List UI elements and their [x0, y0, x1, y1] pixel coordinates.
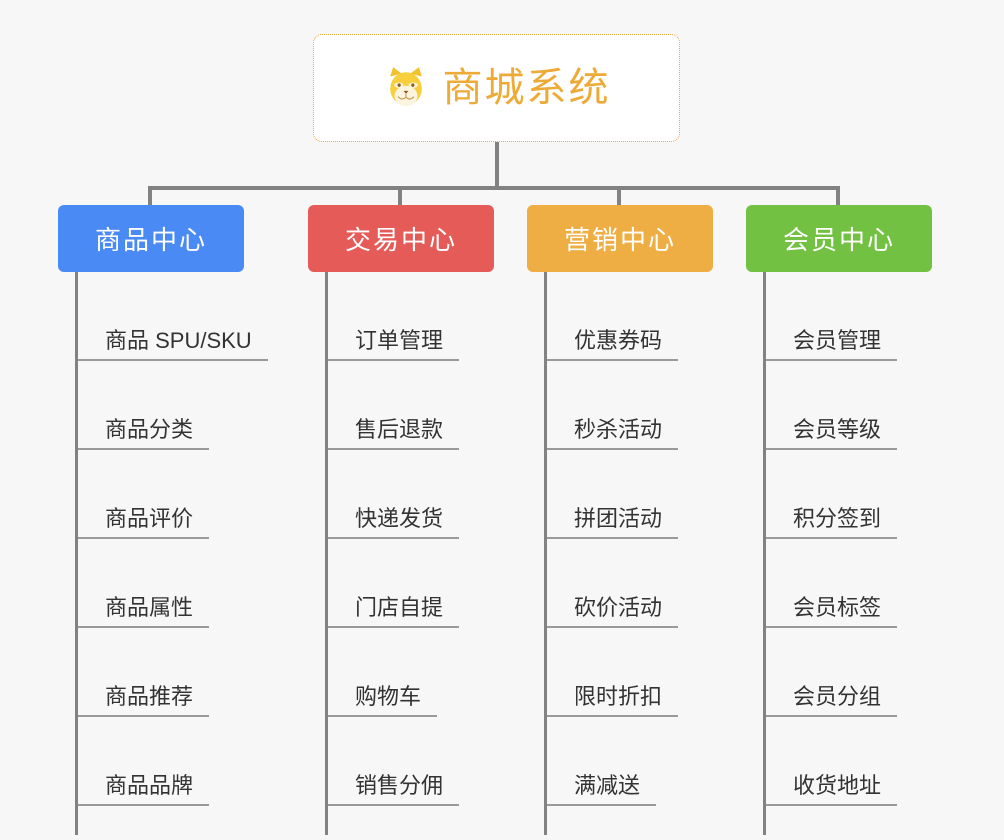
leaf-item[interactable]: 优惠券码 [546, 272, 713, 361]
connector-horizontal-bus [148, 186, 840, 190]
leaf-item[interactable]: 售后退款 [327, 361, 494, 450]
leaf-label: 拼团活动 [546, 506, 679, 539]
leaf-item[interactable]: 会员等级 [765, 361, 932, 450]
connector-drop-trade-center [398, 186, 402, 206]
branch-header-label: 商品中心 [94, 225, 207, 255]
leaf-label: 商品评价 [77, 506, 210, 539]
branch-header-label: 营销中心 [563, 225, 676, 255]
branch-spine [763, 272, 766, 835]
leaf-label: 销售分佣 [327, 773, 460, 806]
leaf-item[interactable]: 商品推荐 [77, 628, 244, 717]
leaf-item[interactable]: 商品评价 [77, 450, 244, 539]
root-title: 商城系统 [442, 66, 611, 110]
leaf-label: 订单管理 [327, 328, 460, 361]
leaf-item[interactable]: 购物车 [327, 628, 494, 717]
leaf-label: 收货地址 [765, 773, 898, 806]
leaf-label: 砍价活动 [546, 595, 679, 628]
leaf-label: 满减送 [546, 773, 657, 806]
branch-body-marketing-center: 优惠券码 秒杀活动 拼团活动 砍价活动 限时折扣 满减送 [527, 272, 713, 835]
branch-trade-center: 交易中心 订单管理 售后退款 快递发货 门店自提 购物车 销售分佣 [308, 205, 494, 835]
leaf-item[interactable]: 拼团活动 [546, 450, 713, 539]
leaf-item[interactable]: 会员管理 [765, 272, 932, 361]
connector-root-stem [495, 142, 499, 190]
branch-spine [75, 272, 78, 835]
leaf-item[interactable]: 商品 SPU/SKU [77, 272, 268, 361]
shiba-dog-icon [389, 67, 422, 106]
leaf-item[interactable]: 快递发货 [327, 450, 494, 539]
connector-drop-member-center [836, 186, 840, 206]
connector-drop-product-center [148, 186, 152, 206]
branch-product-center: 商品中心 商品 SPU/SKU 商品分类 商品评价 商品属性 商品推荐 商品品牌 [58, 205, 268, 835]
branch-header-member-center[interactable]: 会员中心 [746, 205, 932, 272]
leaf-item[interactable]: 订单管理 [327, 272, 494, 361]
leaf-item[interactable]: 会员分组 [765, 628, 932, 717]
branch-spine [544, 272, 547, 835]
branch-header-marketing-center[interactable]: 营销中心 [527, 205, 713, 272]
leaf-item[interactable]: 积分签到 [765, 450, 932, 539]
leaf-label: 积分签到 [765, 506, 898, 539]
branch-body-trade-center: 订单管理 售后退款 快递发货 门店自提 购物车 销售分佣 [308, 272, 494, 835]
leaf-item[interactable]: 秒杀活动 [546, 361, 713, 450]
branch-header-trade-center[interactable]: 交易中心 [308, 205, 494, 272]
leaf-item[interactable]: 会员标签 [765, 539, 932, 628]
leaf-label: 商品分类 [77, 417, 210, 450]
leaf-label: 商品品牌 [77, 773, 210, 806]
leaf-item[interactable]: 商品品牌 [77, 717, 244, 806]
leaf-label: 门店自提 [327, 595, 460, 628]
leaf-label: 限时折扣 [546, 684, 679, 717]
leaf-label: 快递发货 [327, 506, 460, 539]
branch-header-label: 会员中心 [782, 225, 895, 255]
leaf-label: 会员标签 [765, 595, 898, 628]
leaf-label: 商品 SPU/SKU [77, 328, 268, 361]
branch-member-center: 会员中心 会员管理 会员等级 积分签到 会员标签 会员分组 收货地址 [746, 205, 932, 835]
leaf-label: 购物车 [327, 684, 438, 717]
leaf-item[interactable]: 商品分类 [77, 361, 244, 450]
leaf-label: 商品属性 [77, 595, 210, 628]
leaf-label: 会员等级 [765, 417, 898, 450]
leaf-item[interactable]: 砍价活动 [546, 539, 713, 628]
leaf-label: 售后退款 [327, 417, 460, 450]
branch-spine [325, 272, 328, 835]
branch-header-product-center[interactable]: 商品中心 [58, 205, 244, 272]
leaf-item[interactable]: 销售分佣 [327, 717, 494, 806]
leaf-label: 会员分组 [765, 684, 898, 717]
leaf-label: 秒杀活动 [546, 417, 679, 450]
leaf-list-product-center: 商品 SPU/SKU 商品分类 商品评价 商品属性 商品推荐 商品品牌 [77, 272, 268, 806]
leaf-label: 优惠券码 [546, 328, 679, 361]
branch-body-product-center: 商品 SPU/SKU 商品分类 商品评价 商品属性 商品推荐 商品品牌 [58, 272, 268, 835]
leaf-item[interactable]: 商品属性 [77, 539, 244, 628]
leaf-list-member-center: 会员管理 会员等级 积分签到 会员标签 会员分组 收货地址 [765, 272, 932, 806]
root-node[interactable]: 商城系统 [313, 34, 680, 142]
leaf-item[interactable]: 收货地址 [765, 717, 932, 806]
leaf-item[interactable]: 限时折扣 [546, 628, 713, 717]
leaf-item[interactable]: 满减送 [546, 717, 713, 806]
connector-drop-marketing-center [617, 186, 621, 206]
leaf-label: 会员管理 [765, 328, 898, 361]
branch-body-member-center: 会员管理 会员等级 积分签到 会员标签 会员分组 收货地址 [746, 272, 932, 835]
branch-header-label: 交易中心 [344, 225, 457, 255]
branch-marketing-center: 营销中心 优惠券码 秒杀活动 拼团活动 砍价活动 限时折扣 满减送 [527, 205, 713, 835]
leaf-item[interactable]: 门店自提 [327, 539, 494, 628]
leaf-label: 商品推荐 [77, 684, 210, 717]
leaf-list-trade-center: 订单管理 售后退款 快递发货 门店自提 购物车 销售分佣 [327, 272, 494, 806]
leaf-list-marketing-center: 优惠券码 秒杀活动 拼团活动 砍价活动 限时折扣 满减送 [546, 272, 713, 806]
